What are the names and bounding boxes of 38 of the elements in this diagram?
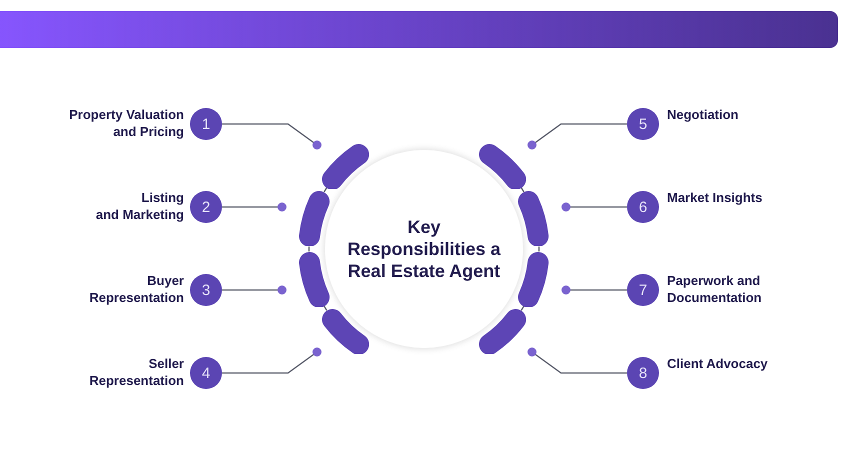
number-circle: 8 [627, 357, 659, 389]
ring-line [520, 306, 524, 311]
responsibility-label: Seller Representation [89, 354, 184, 388]
number-circle: 7 [627, 274, 659, 306]
ring-line [538, 246, 540, 252]
ring-line [308, 246, 310, 252]
ring-segment [518, 190, 549, 246]
responsibility-label: Negotiation [667, 106, 738, 122]
leader-line [222, 348, 322, 374]
leader-line [562, 286, 627, 294]
leader-line [528, 123, 627, 150]
number-circle: 4 [190, 357, 222, 389]
number-circle: 3 [190, 274, 222, 306]
number-circle: 5 [627, 108, 659, 140]
ring-segment [299, 252, 330, 308]
leader-line [222, 202, 286, 212]
number-circle: 6 [627, 191, 659, 223]
ring-segment [322, 308, 370, 354]
ring-line [520, 187, 524, 192]
ring-segment [478, 308, 526, 354]
ring-line [324, 306, 328, 311]
ring-segment [322, 144, 370, 190]
number-circle: 2 [190, 191, 222, 223]
center-title: Key Responsibilities a Real Estate Agent [347, 216, 501, 282]
ring-segment [299, 190, 330, 246]
leader-line [528, 348, 627, 374]
ring-line [324, 187, 328, 192]
responsibility-label: Market Insights [667, 188, 762, 206]
responsibility-label: Buyer Representation [89, 272, 184, 306]
leader-line [222, 286, 286, 294]
number-circle: 1 [190, 108, 222, 140]
responsibility-label: Property Valuation and Pricing [69, 106, 184, 140]
leader-line [562, 202, 627, 212]
ring-segment [518, 252, 549, 308]
responsibility-label: Paperwork and Documentation [667, 272, 762, 306]
responsibility-label: Client Advocacy [667, 354, 768, 372]
ring-segment [478, 144, 526, 190]
responsibility-label: Listing and Marketing [96, 188, 184, 222]
